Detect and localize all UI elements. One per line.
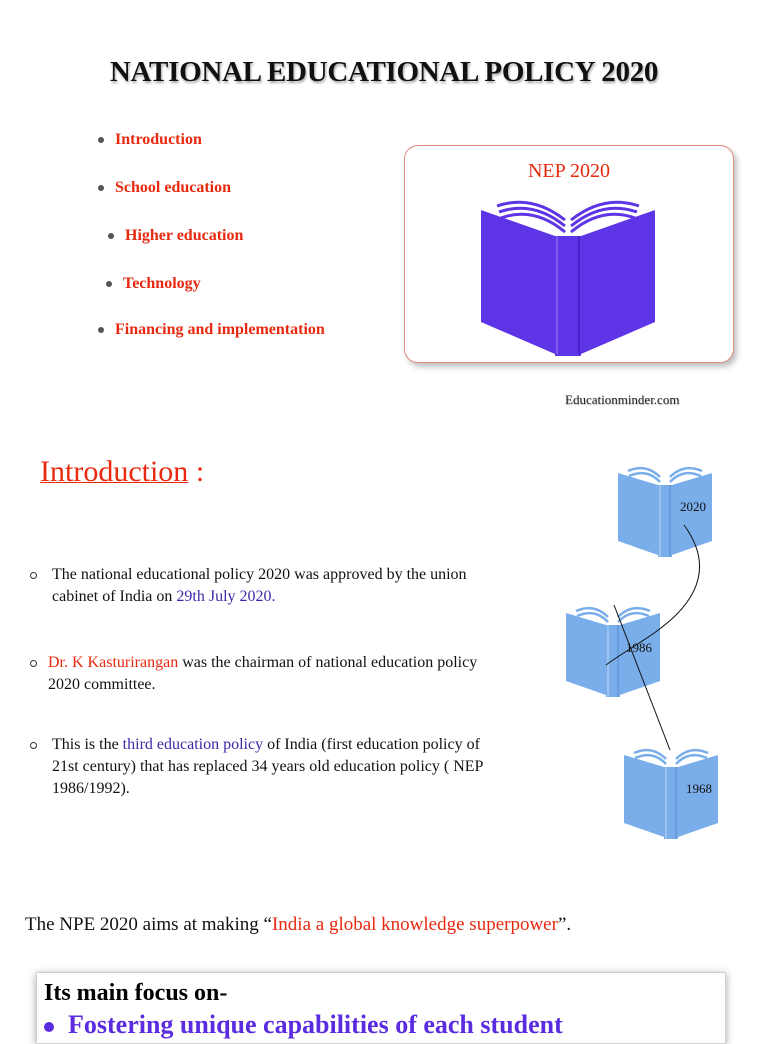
focus-item: Fostering unique capabilities of each st… — [44, 1010, 563, 1040]
bullet-icon — [98, 137, 104, 143]
open-book-icon — [481, 200, 655, 356]
intro-point: This is the third education policy of In… — [30, 734, 510, 804]
timeline-connector — [613, 604, 671, 751]
date-highlight: 29th July 2020. — [176, 588, 276, 605]
intro-point-text: The national educational policy 2020 was… — [52, 564, 492, 608]
year-label-1986: 1986 — [626, 640, 653, 655]
topic-item-introduction[interactable]: Introduction — [98, 131, 202, 149]
policy-highlight: third education policy — [122, 736, 264, 753]
topic-item-technology[interactable]: Technology — [106, 275, 201, 293]
bullet-icon — [106, 281, 112, 287]
bullet-icon — [108, 233, 114, 239]
nep-card: NEP 2020 — [404, 145, 734, 363]
text-run: was the chairman of national education p… — [48, 654, 478, 693]
text-run: This is the — [52, 736, 123, 753]
topic-label: Higher education — [125, 227, 244, 244]
circle-bullet-icon — [30, 742, 37, 749]
intro-point-text: This is the third education policy of In… — [52, 734, 508, 800]
topic-label: School education — [115, 179, 232, 196]
circle-bullet-icon — [30, 660, 37, 667]
topic-item-financing[interactable]: Financing and implementation — [98, 321, 325, 339]
timeline-connector — [605, 524, 701, 666]
aims-suffix: ”. — [557, 914, 572, 935]
topic-item-higher-education[interactable]: Higher education — [108, 227, 243, 245]
circle-bullet-icon — [30, 572, 37, 579]
topic-label: Introduction — [115, 131, 202, 148]
introduction-heading: Introduction : — [40, 455, 204, 489]
introduction-heading-text: Introduction — [40, 455, 189, 488]
card-title: NEP 2020 — [527, 160, 611, 182]
bullet-icon — [98, 185, 104, 191]
introduction-heading-suffix: : — [188, 455, 205, 488]
page-title: NATIONAL EDUCATIONAL POLICY 2020 — [109, 56, 659, 88]
year-label-1968: 1968 — [686, 781, 712, 796]
aims-highlight: India a global knowledge superpower — [271, 914, 558, 935]
credit-text: Educationminder.com — [565, 392, 680, 407]
bullet-icon — [98, 327, 104, 333]
name-highlight: Dr. K Kasturirangan — [48, 654, 179, 671]
intro-point: Dr. K Kasturirangan was the chairman of … — [30, 652, 500, 700]
focus-item-text: Fostering unique capabilities of each st… — [68, 1010, 563, 1039]
focus-heading: Its main focus on- — [44, 980, 228, 1006]
topic-item-school-education[interactable]: School education — [98, 179, 231, 197]
topic-label: Technology — [123, 275, 201, 292]
text-run: of India (first education policy of 21st… — [52, 736, 483, 797]
intro-point-text: Dr. K Kasturirangan was the chairman of … — [48, 652, 488, 696]
intro-point: The national educational policy 2020 was… — [30, 564, 500, 612]
topic-label: Financing and implementation — [115, 321, 325, 338]
text-run: The national educational policy 2020 was… — [52, 566, 467, 605]
year-label-2020: 2020 — [680, 499, 706, 514]
aims-statement: The NPE 2020 aims at making “India a glo… — [25, 914, 571, 936]
aims-prefix: The NPE 2020 aims at making “ — [25, 914, 272, 935]
policy-timeline: 2020 1986 1968 — [564, 466, 720, 841]
